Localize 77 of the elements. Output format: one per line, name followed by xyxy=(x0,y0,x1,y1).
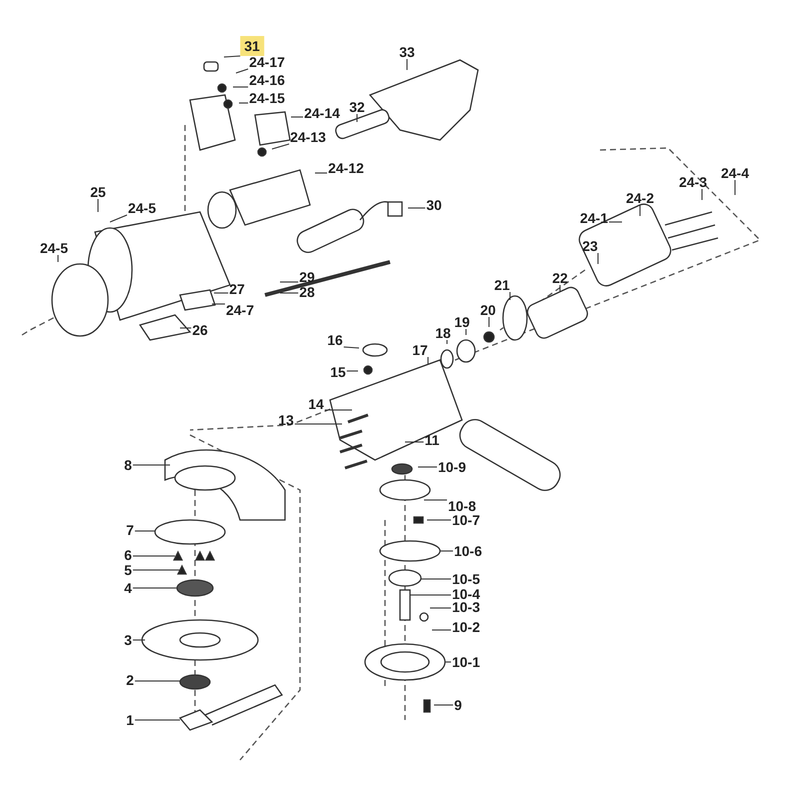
callout-number: 10-9 xyxy=(436,460,468,474)
leader-line xyxy=(110,214,128,222)
callout-number: 10-7 xyxy=(450,513,482,527)
callout-number: 29 xyxy=(298,270,316,284)
leader-line xyxy=(406,58,408,70)
callout-number: 19 xyxy=(453,315,471,329)
callout-number: 5 xyxy=(123,563,133,577)
leader-line xyxy=(224,56,241,58)
callout-number: 4 xyxy=(123,581,133,595)
callout-number: 24-12 xyxy=(327,161,365,175)
leader-line xyxy=(314,172,328,174)
callout-number: 24-3 xyxy=(678,175,708,189)
leader-line xyxy=(346,370,358,372)
callout-number: 24-17 xyxy=(248,55,286,69)
callout-number: 14 xyxy=(307,397,325,411)
callout-number: 26 xyxy=(191,323,209,337)
callout-number: 8 xyxy=(123,458,133,472)
leader-line xyxy=(134,530,156,532)
leader-line xyxy=(418,466,438,468)
callout-number: 7 xyxy=(125,523,135,537)
callout-number: 1 xyxy=(125,713,135,727)
callout-number: 24-13 xyxy=(289,130,327,144)
callout-number: 22 xyxy=(551,271,569,285)
callout-number: 32 xyxy=(348,100,366,114)
leader-line xyxy=(238,102,249,104)
callout-number: 10-6 xyxy=(452,544,484,558)
callout-number: 9 xyxy=(453,698,463,712)
leader-line xyxy=(214,292,229,294)
callout-number: 10-1 xyxy=(450,655,482,669)
callout-number: 24-5 xyxy=(38,241,70,255)
leader-line xyxy=(410,594,452,596)
leader-line xyxy=(420,578,452,580)
leader-line xyxy=(236,68,249,74)
callout-number: 3 xyxy=(123,633,133,647)
callout-number: 10-8 xyxy=(446,499,478,513)
callout-number: 13 xyxy=(277,413,295,427)
callout-number: 16 xyxy=(326,333,344,347)
leader-line xyxy=(134,680,180,682)
callout-number: 17 xyxy=(411,343,429,357)
leader-line xyxy=(290,116,304,118)
callout-number: 30 xyxy=(425,198,443,212)
leader-line xyxy=(232,86,249,88)
leader-line xyxy=(734,180,736,196)
callout-number: 10-3 xyxy=(450,600,482,614)
callout-number: 33 xyxy=(398,45,416,59)
callout-number: 24-5 xyxy=(126,201,158,215)
callout-number: 24-2 xyxy=(624,191,656,205)
leader-line xyxy=(434,704,454,706)
callout-number: 24-1 xyxy=(578,211,610,225)
leader-line xyxy=(488,316,490,328)
callout-number: 21 xyxy=(493,278,511,292)
callout-number: 11 xyxy=(424,433,440,447)
leader-line xyxy=(132,464,170,466)
leader-line xyxy=(272,144,290,150)
leader-line xyxy=(343,346,360,348)
callout-number: 18 xyxy=(434,326,452,340)
callout-number: 24-16 xyxy=(248,73,286,87)
callout-number: 23 xyxy=(581,239,599,253)
callout-number: 25 xyxy=(89,185,107,199)
callout-number: 10-5 xyxy=(450,572,482,586)
leader-line xyxy=(440,550,454,552)
callout-number: 10-2 xyxy=(450,620,482,634)
leader-line xyxy=(280,292,299,294)
callout-number: 10-4 xyxy=(450,587,482,601)
callout-number: 15 xyxy=(329,365,347,379)
callout-number: 6 xyxy=(123,548,133,562)
callout-number: 2 xyxy=(125,673,135,687)
callout-number: 24-7 xyxy=(224,303,256,317)
callout-number: 27 xyxy=(228,282,246,296)
callout-number: 24-14 xyxy=(303,106,341,120)
callout-number: 24-4 xyxy=(720,166,750,180)
callout-number: 31 xyxy=(240,36,264,56)
callout-number: 20 xyxy=(479,303,497,317)
callout-number: 28 xyxy=(298,285,316,299)
leader-line xyxy=(446,340,448,344)
callout-number: 24-15 xyxy=(248,91,286,105)
leader-line xyxy=(356,114,358,122)
